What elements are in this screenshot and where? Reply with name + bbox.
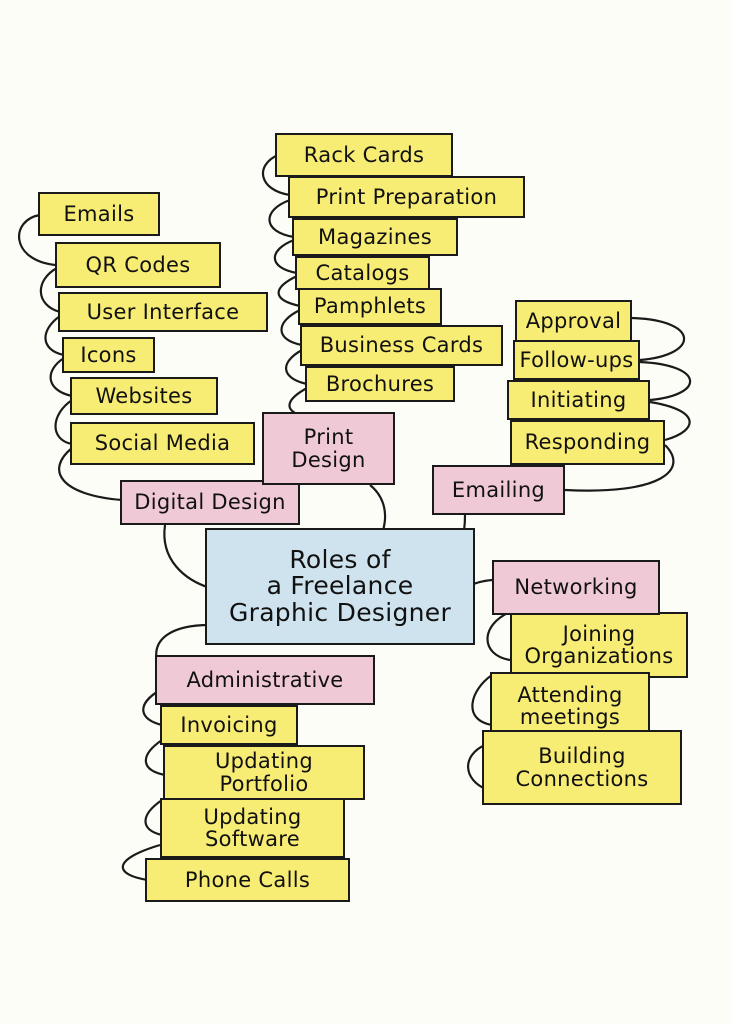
leaf-updating-portfolio: Updating Portfolio: [163, 745, 365, 800]
leaf-follow-ups: Follow-ups: [513, 340, 640, 380]
leaf-user-interface: User Interface: [58, 292, 268, 332]
leaf-joining-organizations: Joining Organizations: [510, 612, 688, 678]
leaf-text: meetings: [519, 705, 621, 729]
central-text: Graphic Designer: [228, 597, 452, 627]
leaf-text: Phone Calls: [184, 867, 311, 892]
leaf-responding: Responding: [510, 420, 665, 465]
leaf-brochures: Brochures: [305, 366, 455, 402]
leaf-text: Portfolio: [219, 771, 309, 796]
leaf-catalogs: Catalogs: [295, 256, 430, 290]
central-text: Roles of: [289, 545, 391, 575]
leaf-invoicing: Invoicing: [160, 705, 298, 745]
leaf-text: Attending: [517, 682, 623, 707]
leaf-icons: Icons: [62, 337, 155, 373]
leaf-approval: Approval: [515, 300, 632, 342]
leaf-text: Organizations: [524, 644, 674, 668]
central-topic: Roles of a Freelance Graphic Designer: [205, 528, 475, 645]
leaf-emails: Emails: [38, 192, 160, 236]
leaf-text: Connections: [515, 766, 649, 791]
category-digital-design: Digital Design: [120, 480, 300, 525]
leaf-rack-cards: Rack Cards: [275, 133, 453, 177]
leaf-business-cards: Business Cards: [300, 325, 503, 366]
leaf-magazines: Magazines: [292, 218, 458, 256]
leaf-social-media: Social Media: [70, 422, 255, 465]
category-text: Print: [303, 425, 354, 450]
leaf-initiating: Initiating: [507, 380, 650, 420]
leaf-attending-meetings: Attending meetings: [490, 672, 650, 740]
category-administrative: Administrative: [155, 655, 375, 705]
leaf-building-connections: Building Connections: [482, 730, 682, 805]
central-text: a Freelance: [266, 571, 414, 601]
category-emailing: Emailing: [432, 465, 565, 515]
leaf-updating-software: Updating Software: [160, 798, 345, 858]
leaf-text: Building: [538, 744, 626, 769]
category-print-design: Print Design: [262, 412, 395, 485]
leaf-pamphlets: Pamphlets: [298, 288, 442, 325]
leaf-text: Updating: [214, 749, 313, 774]
leaf-print-preparation: Print Preparation: [288, 176, 525, 218]
leaf-text: Updating: [203, 804, 302, 829]
leaf-qr-codes: QR Codes: [55, 242, 221, 288]
leaf-text: Joining: [562, 621, 636, 646]
category-networking: Networking: [492, 560, 660, 615]
leaf-text: Invoicing: [180, 712, 278, 737]
leaf-text: Software: [205, 827, 300, 851]
category-text: Design: [291, 447, 366, 472]
leaf-websites: Websites: [70, 377, 218, 415]
leaf-phone-calls: Phone Calls: [145, 858, 350, 902]
